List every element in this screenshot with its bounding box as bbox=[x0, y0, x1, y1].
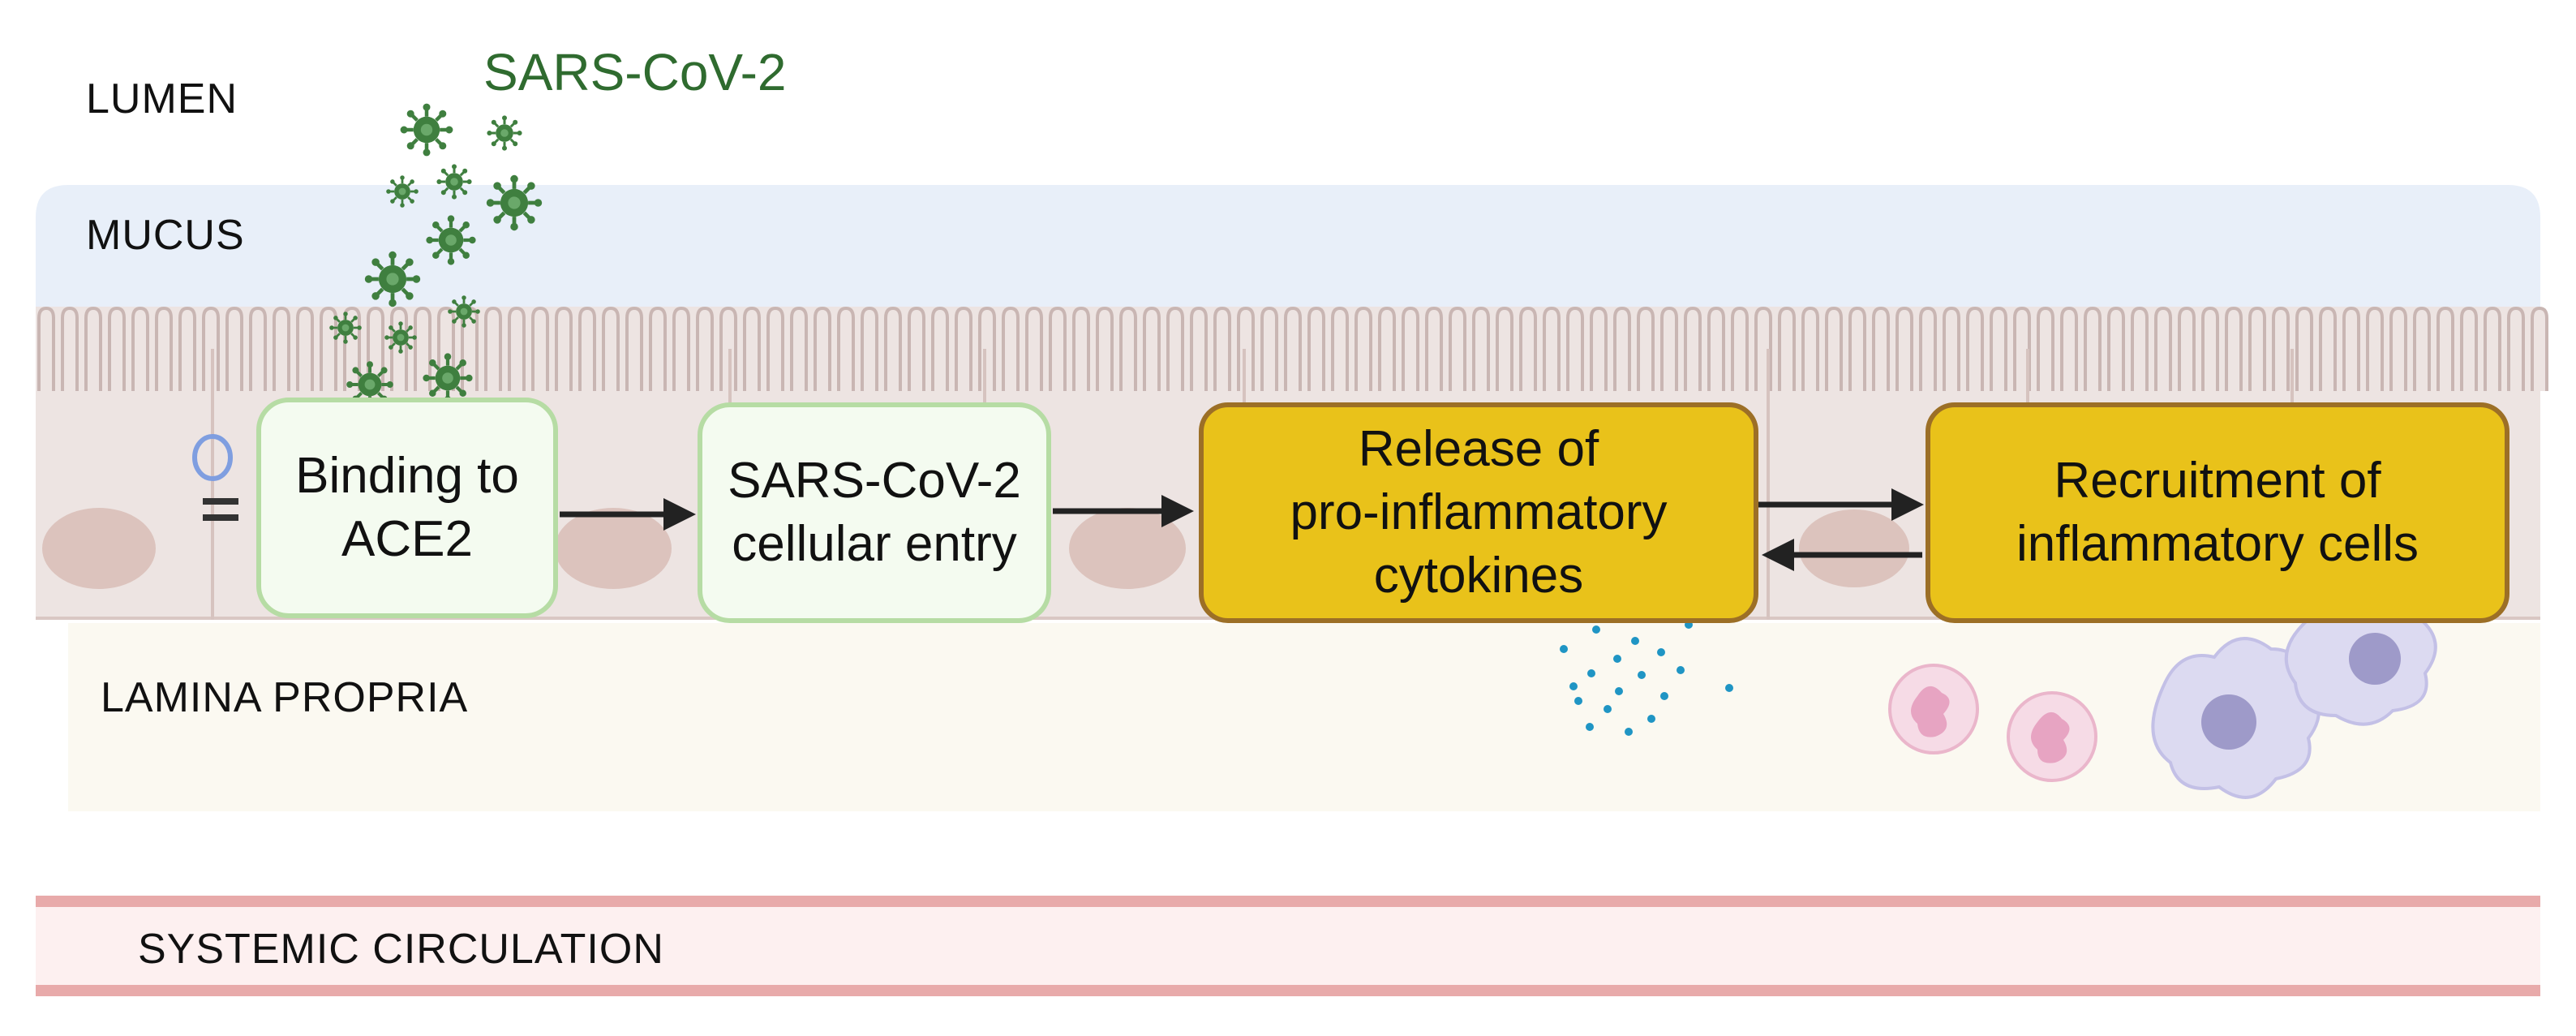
virus-label: SARS-CoV-2 bbox=[483, 43, 787, 101]
step-cellular-entry: SARS-CoV-2 cellular entry bbox=[698, 402, 1051, 623]
step-binding-ace2: Binding to ACE2 bbox=[256, 398, 558, 618]
step-text-line: SARS-CoV-2 bbox=[728, 453, 1021, 509]
step-text-line: Binding to bbox=[295, 448, 519, 504]
step-cell-recruitment: Recruitment of inflammatory cells bbox=[1926, 402, 2509, 623]
macrophage-cells-icon bbox=[2151, 593, 2437, 799]
neutrophil-cells-icon bbox=[1888, 664, 2097, 782]
lamina-propria-label: LAMINA PROPRIA bbox=[101, 674, 469, 721]
step-text-line: cytokines bbox=[1373, 548, 1584, 604]
lumen-label: LUMEN bbox=[86, 75, 238, 123]
lamina-propria-layer bbox=[68, 623, 2540, 811]
step-text-line: Release of bbox=[1358, 421, 1599, 477]
microvillus bbox=[37, 306, 2548, 391]
step-text-line: pro-inflammatory bbox=[1290, 484, 1668, 540]
step-text-line: ACE2 bbox=[341, 511, 473, 567]
mucus-layer bbox=[36, 185, 2540, 308]
mucus-label: MUCUS bbox=[86, 212, 245, 259]
vessel-band bbox=[36, 896, 2540, 996]
step-text-line: inflammatory cells bbox=[2016, 516, 2419, 572]
step-cytokine-release: Release of pro-inflammatory cytokines bbox=[1199, 402, 1758, 623]
systemic-circulation-label: SYSTEMIC CIRCULATION bbox=[138, 926, 664, 973]
flow-arrows bbox=[560, 488, 1924, 571]
step-text-line: Recruitment of bbox=[2054, 453, 2381, 509]
step-text-line: cellular entry bbox=[732, 516, 1017, 572]
ace2-receptor-icon bbox=[192, 434, 238, 521]
microvilli bbox=[37, 306, 2548, 391]
